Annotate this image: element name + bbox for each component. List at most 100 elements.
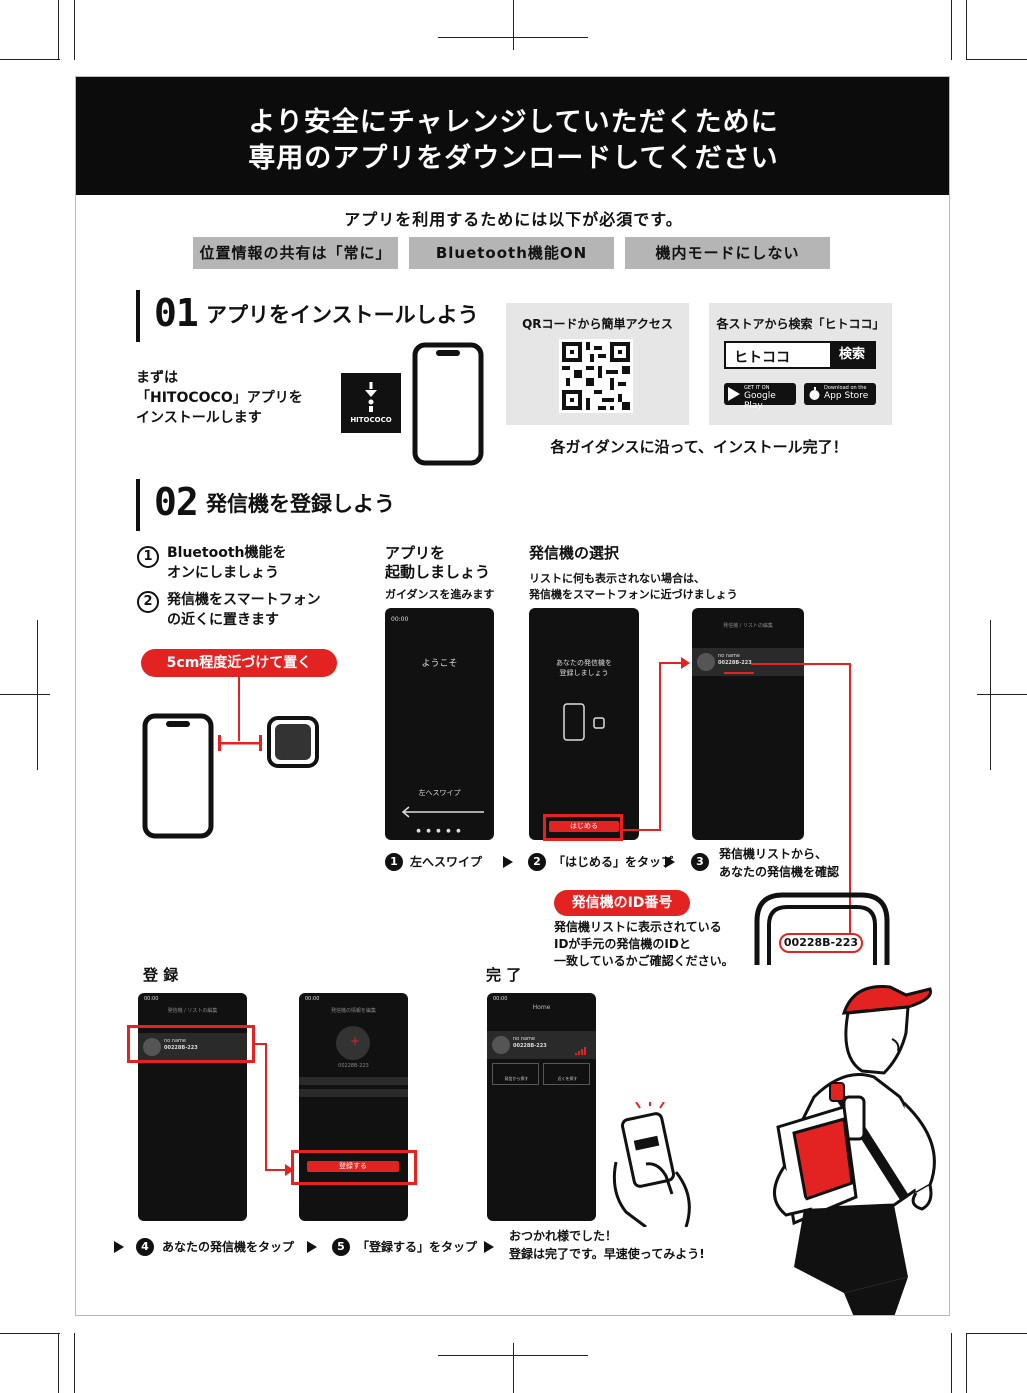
google-play-badge[interactable]: GET IT ON Google Play (724, 383, 796, 411)
section-01-title: アプリをインストールしよう (206, 303, 479, 327)
phone-screen-welcome: 00:00 ようこそ 左へスワイプ ● ● ● ● ● (385, 608, 494, 840)
caption-3-badge: 3 (691, 853, 709, 871)
crop-mark (74, 0, 75, 60)
app-store-big: App Store (824, 391, 869, 401)
device-avatar (697, 653, 715, 671)
select-title: 発信機の選択 (529, 544, 620, 562)
caption-5: 「登録する」をタップ (357, 1240, 478, 1254)
apple-icon (809, 387, 820, 400)
arrow-right-icon (307, 1241, 317, 1253)
phone-2-msg-2: 登録しましょう (559, 669, 609, 677)
id-note-1: 発信機リストに表示されている (554, 920, 722, 934)
google-play-small: GET IT ON (744, 385, 770, 391)
device-avatar (492, 1036, 510, 1054)
header-line-1: より安全にチャレンジしていただくために (248, 107, 779, 138)
caption-3-line-1: 発信機リストから、 (719, 847, 828, 861)
distance-connector (238, 677, 240, 741)
app-store-badge[interactable]: Download on the App Store (804, 383, 876, 405)
section-02-title: 発信機を登録しよう (206, 492, 395, 516)
device-photo-placeholder[interactable]: + (336, 1026, 370, 1060)
caption-6-line-1: おつかれ様でした！ (509, 1229, 618, 1243)
crop-mark (37, 620, 38, 770)
phone-4-id: 00228B-223 (164, 1045, 198, 1051)
id-note-3: 一致しているかご確認ください。 (554, 954, 734, 968)
qr-code[interactable] (559, 339, 633, 413)
crop-mark (438, 37, 588, 38)
caption-5-badge: 5 (332, 1238, 350, 1256)
search-nearby-button[interactable]: 近くを探す (543, 1063, 590, 1085)
step-2-line-2: の近くに置きます (167, 612, 279, 628)
arrow-right-icon (665, 856, 675, 868)
add-photo-icon: + (350, 1034, 361, 1048)
device-id-label: 00228B-223 (779, 933, 863, 953)
step-1-line-2: オンにしましょう (167, 565, 279, 581)
smartphone-near-icon (142, 713, 214, 839)
crop-mark (0, 59, 60, 60)
name-field[interactable] (299, 1077, 408, 1085)
phone-3-id-underline (724, 672, 754, 674)
phone-6-b1: 発信から探す (504, 1076, 529, 1081)
launch-line-1: アプリを (385, 544, 446, 562)
phone-5-id: 00228B-223 (338, 1063, 369, 1069)
store-search-button[interactable]: 検索 (830, 343, 874, 367)
phone-and-device-icon (563, 703, 605, 741)
phone-screen-home: 00:00 Home no name 00228B-223 発信から探す 近くを… (487, 993, 596, 1221)
crop-mark (58, 0, 59, 60)
install-intro-1: まずは (136, 370, 178, 386)
smartphone-outline-icon (412, 342, 484, 466)
requirements-title: アプリを利用するためには以下が必須です。 (344, 210, 683, 229)
phone-3-name: no name (718, 653, 740, 659)
section-02-bar (136, 479, 140, 531)
launch-sub: ガイダンスを進みます (385, 588, 495, 601)
phone-2-msg-1: あなたの発信機を (556, 659, 612, 667)
device-avatar (143, 1038, 161, 1056)
app-store-small: Download on the (824, 385, 867, 391)
select-sub-1: リストに何も表示されない場合は、 (529, 572, 705, 585)
crop-mark (0, 1333, 60, 1334)
store-title: 各ストアから検索「ヒトココ」 (716, 317, 885, 331)
swipe-left-arrow-icon (401, 806, 484, 818)
hitococo-logo-icon (365, 382, 377, 412)
phone-4-device-row[interactable]: no name 00228B-223 (138, 1033, 247, 1061)
step-2-line-1: 発信機をスマートフォン (167, 592, 321, 608)
install-intro-2: 「HITOCOCO」アプリを (136, 390, 303, 406)
caption-1: 左へスワイプ (410, 855, 483, 869)
caption-1-badge: 1 (385, 853, 403, 871)
section-02-number: 02 (154, 480, 199, 524)
requirement-location: 位置情報の共有は「常に」 (193, 237, 398, 269)
start-button[interactable]: はじめる (549, 821, 619, 832)
register-title: 登 録 (143, 966, 179, 984)
caption-2: 「はじめる」をタップ (553, 855, 674, 869)
phone-3-device-row[interactable]: no name 00228B-223 (692, 648, 804, 676)
hitococo-app-logo: HITOCOCO (341, 373, 401, 433)
crop-mark (74, 1333, 75, 1393)
phone-1-swipe: 左へスワイプ (418, 789, 461, 797)
phone-3-id: 00228B-223 (718, 660, 752, 666)
store-search-field[interactable]: ヒトココ 検索 (724, 341, 876, 369)
select-arrow-v (659, 662, 661, 831)
search-by-signal-button[interactable]: 発信から探す (492, 1063, 539, 1085)
google-play-big: Google Play (744, 391, 776, 411)
phone-4-header: 発信機 / リストの編集 (167, 1008, 218, 1014)
crop-mark (438, 1355, 588, 1356)
register-arrow-h1 (255, 1043, 267, 1045)
phone-screen-list: 発信機 / リストの編集 no name 00228B-223 (692, 608, 804, 840)
distance-pill: 5cm程度近づけて置く (141, 649, 337, 677)
register-arrow-head-icon (285, 1164, 294, 1176)
phone-4-time: 00:00 (144, 996, 159, 1002)
qr-access-box: QRコードから簡単アクセス (506, 303, 689, 425)
phone-6-name: no name (513, 1036, 535, 1042)
crop-mark (58, 1333, 59, 1393)
register-button[interactable]: 登録する (307, 1161, 399, 1172)
phone-6-device-row[interactable]: no name 00228B-223 (487, 1031, 596, 1059)
google-play-icon (728, 387, 740, 401)
crop-mark (951, 1333, 952, 1393)
qr-title: QRコードから簡単アクセス (522, 317, 673, 331)
transmitter-device-icon (267, 716, 319, 768)
select-sub-2: 発信機をスマートフォンに近づけましょう (529, 588, 738, 601)
memo-field[interactable] (299, 1089, 408, 1097)
transmitter-back-icon (754, 892, 890, 965)
crop-mark (966, 0, 967, 60)
register-button-highlight (291, 1150, 417, 1185)
phone-5-header: 発信機の情報を編集 (330, 1008, 376, 1014)
